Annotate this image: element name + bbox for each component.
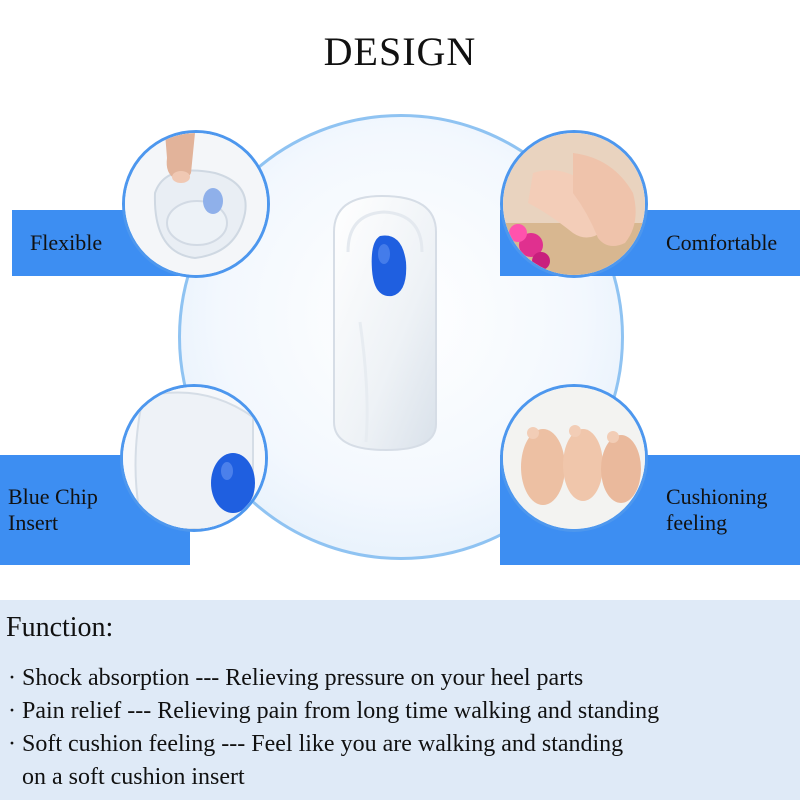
feature-label-flexible: Flexible xyxy=(30,230,103,255)
function-heading: Function: xyxy=(6,612,114,643)
function-panel xyxy=(0,600,800,800)
page-title: DESIGN xyxy=(323,29,477,74)
feature-label-cushioning: Cushioning feeling xyxy=(666,484,768,535)
list-item-continuation: on a soft cushion insert xyxy=(22,764,245,790)
feature-label-blue-chip: Blue Chip Insert xyxy=(8,484,98,535)
feet-soles-image xyxy=(500,384,648,532)
feature-label-comfortable: Comfortable xyxy=(666,230,778,255)
list-item: ·Pain relief --- Relieving pain from lon… xyxy=(8,698,660,724)
function-list: ·Shock absorption --- Relieving pressure… xyxy=(8,662,659,794)
list-item: ·Soft cushion feeling --- Feel like you … xyxy=(8,731,624,757)
list-item: ·Shock absorption --- Relieving pressure… xyxy=(8,665,584,691)
feet-massage-image xyxy=(500,130,648,278)
insole-image xyxy=(320,192,450,454)
blue-chip-image xyxy=(120,384,268,532)
finger-press-image xyxy=(122,130,270,278)
